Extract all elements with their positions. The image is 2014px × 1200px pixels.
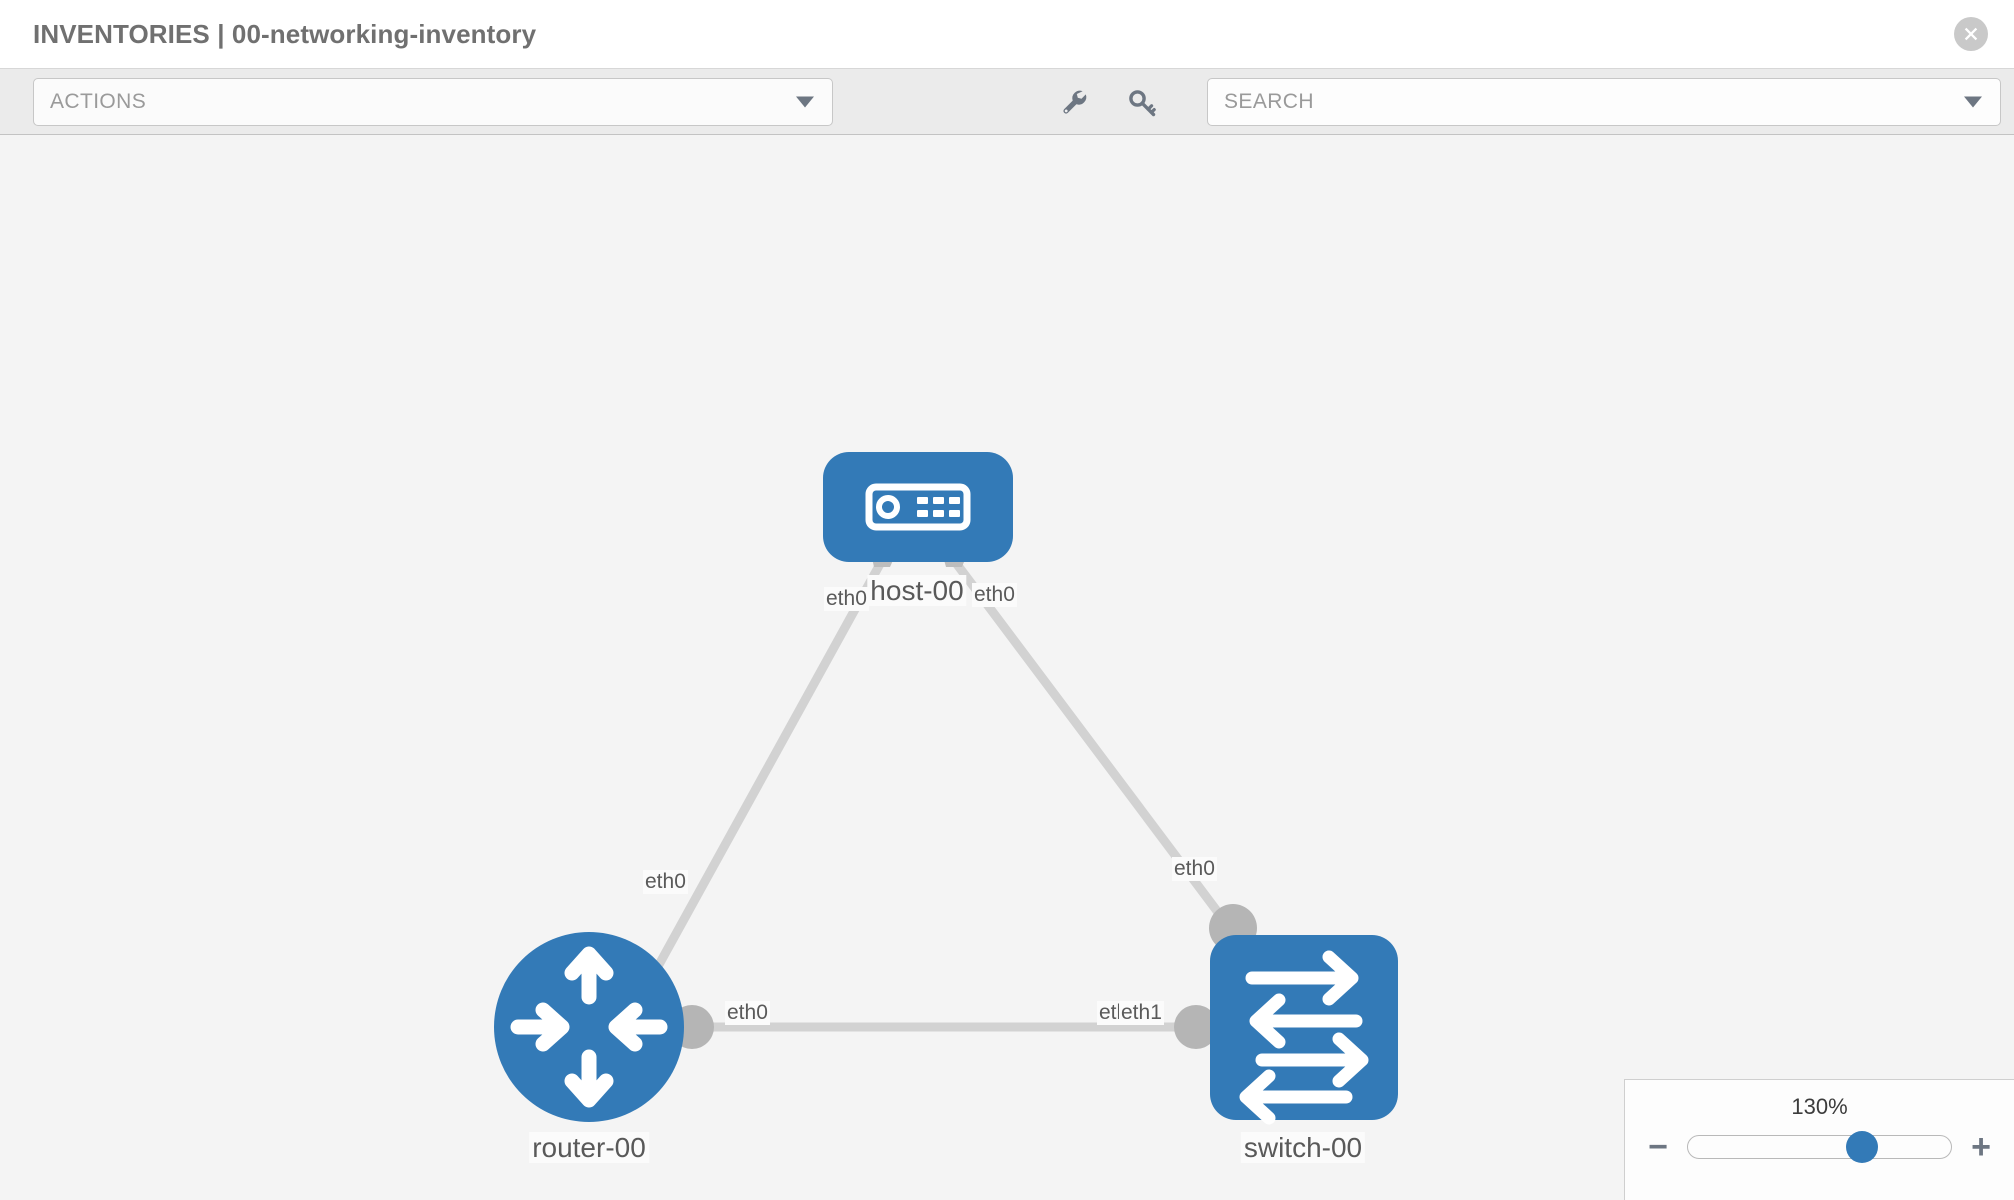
node-switch-00[interactable] (1210, 935, 1398, 1125)
zoom-slider-thumb[interactable] (1845, 1131, 1878, 1163)
interface-label: eth0 (824, 587, 869, 612)
node-host-00[interactable] (823, 452, 1013, 562)
node-label-switch-00: switch-00 (1240, 1132, 1366, 1164)
topology-graph (494, 452, 1398, 1125)
page-title: INVENTORIES | 00-networking-inventory (33, 18, 537, 49)
search-placeholder: SEARCH (1224, 89, 1314, 113)
node-label-host-00: host-00 (867, 575, 967, 607)
zoom-out-button[interactable]: − (1648, 1128, 1668, 1166)
actions-dropdown[interactable]: ACTIONS (33, 77, 833, 126)
topology-canvas[interactable]: host-00 router-00 switch-00 eth0 eth0 et… (0, 135, 2014, 1200)
zoom-slider[interactable] (1687, 1131, 1952, 1163)
zoom-control-panel: 130% − + (1624, 1079, 2014, 1200)
chevron-down-icon[interactable] (1964, 96, 1982, 107)
window-header: INVENTORIES | 00-networking-inventory (0, 0, 2014, 69)
interface-label: eth0 (1172, 857, 1217, 882)
key-icon[interactable] (1125, 84, 1161, 120)
port-connector-switch-left (1174, 1005, 1218, 1049)
interface-label: eth0 (643, 870, 688, 895)
interface-label: eth0 (972, 583, 1017, 608)
search-input[interactable]: SEARCH (1207, 77, 2001, 126)
node-label-router-00: router-00 (529, 1132, 649, 1164)
zoom-slider-row: − + (1625, 1130, 2014, 1164)
link-host-router (641, 552, 889, 993)
interface-label: eth0 (725, 1001, 770, 1026)
zoom-level-value: 130% (1791, 1094, 1848, 1119)
toolbar: ACTIONS SEARCH (0, 69, 2014, 135)
chevron-down-icon (796, 96, 814, 107)
node-router-00[interactable] (494, 932, 684, 1122)
close-icon[interactable] (1954, 17, 1988, 51)
wrench-icon[interactable] (1055, 84, 1091, 120)
toolbar-icon-group (1055, 84, 1161, 120)
interface-label: eth1 (1119, 1001, 1164, 1026)
zoom-in-button[interactable]: + (1971, 1128, 1991, 1166)
actions-dropdown-label: ACTIONS (50, 89, 147, 113)
